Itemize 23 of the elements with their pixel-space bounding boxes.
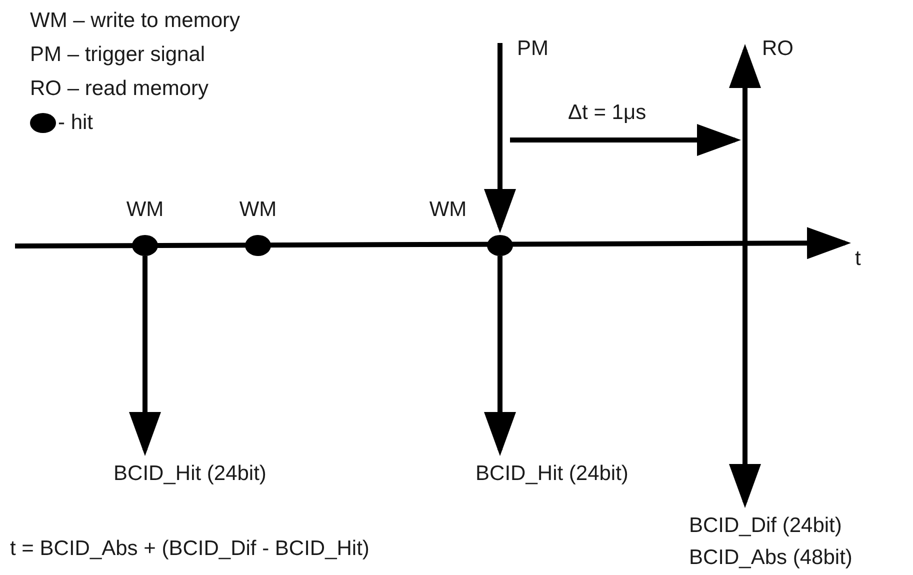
legend-text: RO – read memory — [30, 76, 209, 102]
arrow — [484, 43, 516, 233]
arrow — [729, 44, 761, 508]
arrow — [129, 256, 161, 456]
interval-label: Δt = 1μs — [568, 100, 646, 126]
hit-label: WM — [429, 197, 467, 223]
arrow — [484, 256, 516, 456]
hit-label: WM — [239, 197, 277, 223]
hit-dot — [245, 235, 271, 256]
formula-text: t = BCID_Abs + (BCID_Dif - BCID_Hit) — [10, 536, 370, 562]
signal-label: RO — [762, 36, 794, 62]
register-label: BCID_Hit (24bit) — [476, 461, 628, 487]
legend-text: WM – write to memory — [30, 8, 240, 34]
legend-text: PM – trigger signal — [30, 42, 206, 68]
hit-label: WM — [126, 197, 164, 223]
hit-dot — [487, 235, 513, 256]
axis-label: t — [855, 246, 861, 272]
register-label: BCID_Dif (24bit) — [689, 513, 842, 539]
register-label: BCID_Abs (48bit) — [689, 545, 852, 571]
legend-text: - hit — [58, 110, 94, 136]
register-label: BCID_Hit (24bit) — [114, 461, 266, 487]
signal-label: PM — [517, 36, 548, 62]
hit-dot — [132, 235, 158, 256]
